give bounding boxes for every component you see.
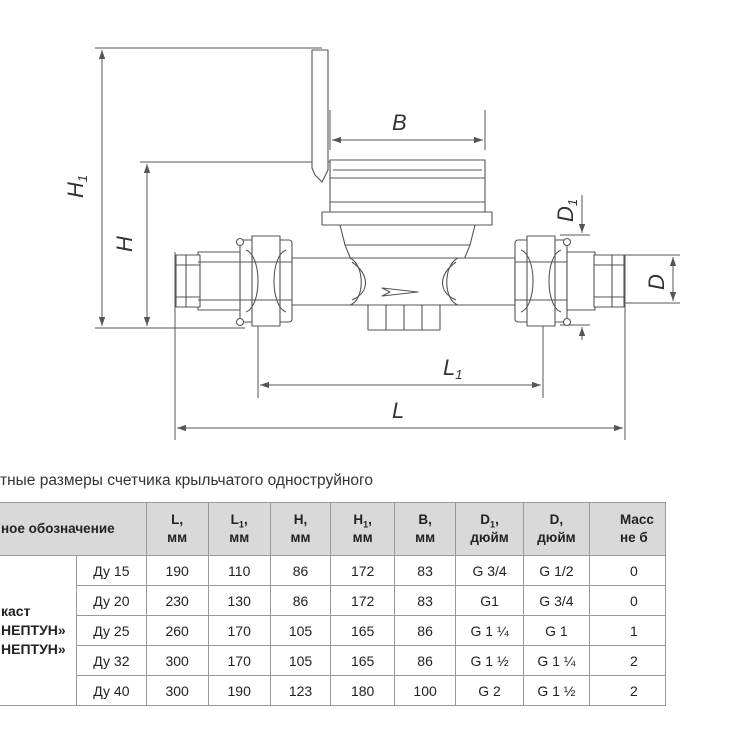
cell-d1: G1 <box>455 585 524 616</box>
cell-du: Ду 32 <box>76 645 147 676</box>
cell-mass: 0 <box>588 555 667 586</box>
dimensions-table: ное обозначение L,мм L1,мм H,мм H1,мм B,… <box>0 502 667 706</box>
cell-l1: 190 <box>207 675 271 706</box>
cell-mass: 1 <box>588 615 667 646</box>
cell-l1: 130 <box>207 585 271 616</box>
table-header-row: ное обозначение L,мм L1,мм H,мм H1,мм B,… <box>0 502 667 556</box>
cell-d: G 1/2 <box>522 555 590 586</box>
cell-d1: G 3/4 <box>455 555 524 586</box>
table-row: каст НЕПТУН» НЕПТУН» Ду 15 190 110 86 17… <box>0 555 667 706</box>
cell-l: 190 <box>145 555 209 586</box>
flow-arrow <box>381 287 419 297</box>
cell-mass: 0 <box>588 585 667 616</box>
l1-label: L1 <box>443 355 462 382</box>
cell-h: 123 <box>269 675 332 706</box>
cell-h: 86 <box>269 555 332 586</box>
cell-h: 105 <box>269 615 332 646</box>
counter-head <box>329 159 486 219</box>
dimensions-table-container: ное обозначение L,мм L1,мм H,мм H1,мм B,… <box>0 502 750 750</box>
col-designation: ное обозначение <box>0 502 147 556</box>
flow-chamber <box>349 257 459 306</box>
cell-l1: 170 <box>207 615 271 646</box>
cell-mass: 2 <box>588 645 667 676</box>
d-label: D <box>644 274 669 290</box>
col-l: L,мм <box>145 502 209 556</box>
h1-label: H1 <box>63 175 90 198</box>
cell-mass: 2 <box>588 675 667 706</box>
cell-du: Ду 20 <box>76 585 147 616</box>
table-row: Ду 40 300 190 123 180 100 G 2 G 1 ½ 2 <box>0 675 667 706</box>
cell-h: 86 <box>269 585 332 616</box>
cell-b: 86 <box>393 615 457 646</box>
b-label: B <box>392 110 407 135</box>
meter-body <box>175 49 625 331</box>
table-row: Ду 25 260 170 105 165 86 G 1 ¼ G 1 1 <box>0 615 667 646</box>
col-d1: D1,дюйм <box>455 502 524 556</box>
table-row: Ду 20 230 130 86 172 83 G1 G 3/4 0 <box>0 585 667 616</box>
cell-d1: G 1 ½ <box>455 645 524 676</box>
model-name-cell: каст НЕПТУН» НЕПТУН» <box>0 555 78 706</box>
cell-l1: 110 <box>207 555 271 586</box>
cell-d: G 1 ¼ <box>522 645 590 676</box>
cell-l: 300 <box>145 645 209 676</box>
cell-d1: G 2 <box>455 675 524 706</box>
cell-b: 100 <box>393 675 457 706</box>
right-union-nut <box>514 235 572 327</box>
l-label: L <box>392 398 404 423</box>
h-label: H <box>112 236 137 252</box>
col-d: D,дюйм <box>522 502 590 556</box>
cell-d: G 1 ½ <box>522 675 590 706</box>
cell-h1: 172 <box>330 555 395 586</box>
col-h1: H1,мм <box>330 502 395 556</box>
cell-l: 300 <box>145 675 209 706</box>
left-connector <box>175 251 241 311</box>
d1-label: D1 <box>553 199 580 222</box>
meter-lid <box>311 49 329 183</box>
cell-h1: 172 <box>330 585 395 616</box>
left-union-nut <box>235 235 293 327</box>
col-h: H,мм <box>269 502 332 556</box>
right-connector <box>566 251 625 311</box>
table-row: Ду 32 300 170 105 165 86 G 1 ½ G 1 ¼ 2 <box>0 645 667 676</box>
cell-b: 83 <box>393 585 457 616</box>
cell-h1: 165 <box>330 645 395 676</box>
cell-h: 105 <box>269 645 332 676</box>
cell-l1: 170 <box>207 645 271 676</box>
cell-du: Ду 40 <box>76 675 147 706</box>
col-b: B,мм <box>393 502 457 556</box>
cell-du: Ду 15 <box>76 555 147 586</box>
meter-technical-drawing: H1 H B D1 D L1 L <box>63 47 680 440</box>
model-line: НЕПТУН» <box>1 641 66 657</box>
cell-h1: 180 <box>330 675 395 706</box>
cell-b: 83 <box>393 555 457 586</box>
cell-b: 86 <box>393 645 457 676</box>
cell-du: Ду 25 <box>76 615 147 646</box>
cell-l: 230 <box>145 585 209 616</box>
model-line: каст <box>1 603 31 619</box>
model-line: НЕПТУН» <box>1 622 66 638</box>
cell-d: G 1 <box>522 615 590 646</box>
cell-h1: 165 <box>330 615 395 646</box>
cell-d: G 3/4 <box>522 585 590 616</box>
table-caption: тные размеры счетчика крыльчатого одност… <box>0 472 373 489</box>
cell-d1: G 1 ¼ <box>455 615 524 646</box>
cell-l: 260 <box>145 615 209 646</box>
col-l1: L1,мм <box>207 502 271 556</box>
